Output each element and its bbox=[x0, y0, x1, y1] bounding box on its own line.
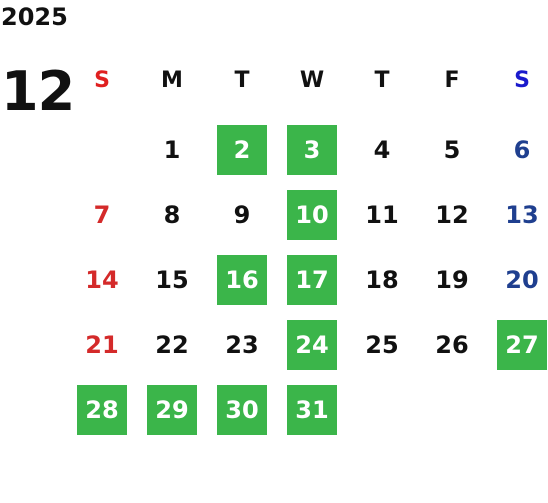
day-cell[interactable]: 20 bbox=[505, 266, 539, 294]
day-cell[interactable]: 23 bbox=[225, 331, 259, 359]
day-cell[interactable]: 18 bbox=[365, 266, 399, 294]
weekday-friday: F bbox=[444, 68, 460, 93]
day-cell[interactable]: 15 bbox=[155, 266, 189, 294]
day-cell[interactable]: 10 bbox=[287, 190, 337, 240]
day-cell[interactable]: 8 bbox=[163, 201, 181, 229]
day-cell[interactable]: 6 bbox=[513, 136, 531, 164]
day-cell[interactable]: 24 bbox=[287, 320, 337, 370]
day-cell[interactable]: 19 bbox=[435, 266, 469, 294]
day-cell[interactable]: 27 bbox=[497, 320, 547, 370]
day-cell[interactable]: 28 bbox=[77, 385, 127, 435]
day-cell[interactable]: 12 bbox=[435, 201, 469, 229]
day-cell[interactable]: 16 bbox=[217, 255, 267, 305]
day-cell[interactable]: 22 bbox=[155, 331, 189, 359]
day-cell[interactable]: 5 bbox=[443, 136, 461, 164]
year-label: 2025 bbox=[1, 3, 68, 31]
day-cell[interactable]: 9 bbox=[233, 201, 251, 229]
day-cell[interactable]: 1 bbox=[163, 136, 181, 164]
day-cell[interactable]: 13 bbox=[505, 201, 539, 229]
weekday-thursday: T bbox=[374, 68, 390, 93]
weekday-sunday: S bbox=[94, 68, 110, 93]
weekday-saturday: S bbox=[514, 68, 530, 93]
day-cell[interactable]: 29 bbox=[147, 385, 197, 435]
weekday-wednesday: W bbox=[299, 68, 325, 93]
day-cell[interactable]: 2 bbox=[217, 125, 267, 175]
day-cell[interactable]: 21 bbox=[85, 331, 119, 359]
day-cell[interactable]: 26 bbox=[435, 331, 469, 359]
day-cell[interactable]: 17 bbox=[287, 255, 337, 305]
day-cell[interactable]: 3 bbox=[287, 125, 337, 175]
month-number: 12 bbox=[1, 60, 75, 123]
day-cell[interactable]: 4 bbox=[373, 136, 391, 164]
weekday-tuesday: T bbox=[234, 68, 250, 93]
day-cell[interactable]: 30 bbox=[217, 385, 267, 435]
day-cell[interactable]: 31 bbox=[287, 385, 337, 435]
day-cell[interactable]: 14 bbox=[85, 266, 119, 294]
day-cell[interactable]: 7 bbox=[93, 201, 111, 229]
weekday-monday: M bbox=[161, 68, 183, 93]
day-cell[interactable]: 11 bbox=[365, 201, 399, 229]
day-cell[interactable]: 25 bbox=[365, 331, 399, 359]
